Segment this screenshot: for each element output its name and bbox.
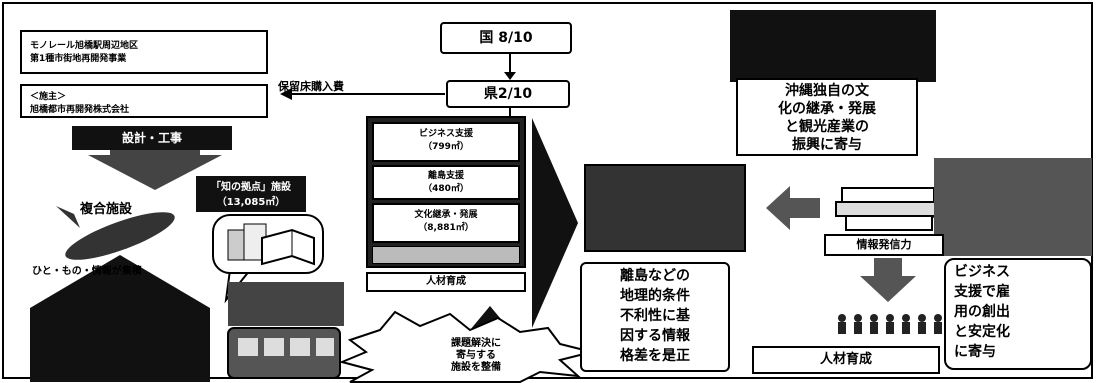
prefecture-funding-box: 県2/10 — [446, 80, 570, 108]
business-support-block: ビジネス支援 （799㎡） — [372, 122, 520, 162]
purchase-label: 保留床購入費 — [278, 80, 344, 93]
starburst-line3: 施設を整備 — [451, 362, 501, 373]
business-line4: と安定化 — [954, 324, 1010, 340]
island-support-label: 離島支援 — [427, 171, 464, 181]
business-outcome-box: ビジネス 支援で雇 用の創出 と安定化 に寄与 — [944, 258, 1092, 370]
design-down-arrow — [88, 148, 222, 190]
islands-outcome-box: 離島などの 地理的条件 不利性に基 因する情報 格差を是正 — [580, 262, 730, 372]
islands-line3: 不利性に基 — [620, 308, 690, 324]
building-detail-band — [372, 246, 520, 264]
starburst-text: 課題解決に 寄与する 施設を整備 — [416, 338, 536, 374]
project-line1: モノレール旭橋駅周辺地区 — [30, 41, 139, 51]
hr-building-label: 人材育成 — [366, 272, 526, 292]
project-line2: 第1種市街地再開発事業 — [30, 54, 127, 64]
business-line5: に寄与 — [954, 344, 996, 360]
islands-line2: 地理的条件 — [620, 288, 690, 304]
culture-line2: 化の継承・発展 — [778, 101, 876, 117]
culture-area: （8,881㎡） — [418, 223, 474, 233]
facility-building: ビジネス支援 （799㎡） 離島支援 （480㎡） 文化継承・発展 （8,881… — [366, 116, 526, 268]
arrow-head-purchase — [280, 88, 292, 100]
hub-line1: 「知の拠点」施設 — [211, 182, 291, 193]
monorail-photo — [228, 282, 344, 326]
arrow-down-hr — [860, 258, 916, 302]
starburst-line1: 課題解決に — [451, 338, 501, 349]
diagram-frame — [2, 2, 1093, 379]
arrow-head-national — [504, 72, 516, 80]
business-support-area: （799㎡） — [423, 142, 469, 152]
islands-line4: 因する情報 — [620, 328, 690, 344]
starburst-shape — [338, 310, 593, 383]
island-support-block: 離島支援 （480㎡） — [372, 165, 520, 200]
business-photo — [934, 158, 1092, 256]
national-funding-box: 国 8/10 — [440, 22, 572, 54]
culture-line4: 振興に寄与 — [792, 137, 862, 153]
culture-label: 文化継承・発展 — [414, 210, 478, 220]
books-building-icon — [227, 223, 315, 266]
book-2 — [835, 201, 937, 217]
culture-line3: と観光産業の — [785, 119, 869, 135]
owner-name: 旭橋都市再開発株式会社 — [30, 105, 130, 115]
big-right-arrow — [532, 118, 578, 328]
islands-line1: 離島などの — [620, 268, 690, 284]
book-3 — [845, 215, 933, 231]
business-line2: 支援で雇 — [954, 284, 1010, 300]
callout-bubble — [212, 214, 324, 274]
owner-box: ＜施主＞ 旭橋都市再開発株式会社 — [20, 84, 268, 118]
house-shape — [30, 255, 210, 382]
project-box: モノレール旭橋駅周辺地区 第1種市街地再開発事業 — [20, 30, 268, 74]
hub-line2: （13,085㎡） — [216, 197, 286, 208]
culture-photo — [730, 10, 936, 82]
starburst-line2: 寄与する — [456, 350, 496, 361]
book-1 — [841, 187, 935, 203]
culture-line1: 沖縄独自の文 — [785, 83, 869, 99]
islands-line5: 格差を是正 — [620, 348, 690, 364]
people-silhouettes — [838, 314, 942, 334]
design-bar: 設計・工事 — [72, 126, 232, 150]
island-photo — [584, 164, 746, 252]
island-support-area: （480㎡） — [423, 184, 469, 194]
business-line3: 用の創出 — [954, 304, 1010, 320]
culture-block: 文化継承・発展 （8,881㎡） — [372, 203, 520, 243]
complex-label: 複合施設 — [80, 202, 133, 217]
knowledge-hub-label: 「知の拠点」施設 （13,085㎡） — [196, 176, 306, 212]
info-power-label: 情報発信力 — [824, 234, 944, 256]
hr-outcome-box: 人材育成 — [752, 346, 940, 374]
airplane-shape — [65, 212, 175, 260]
business-support-label: ビジネス支援 — [418, 129, 473, 139]
arrow-left-islands — [766, 186, 820, 230]
owner-label: ＜施主＞ — [30, 92, 67, 102]
culture-outcome-box: 沖縄独自の文 化の継承・発展 と観光産業の 振興に寄与 — [736, 78, 918, 156]
business-line1: ビジネス — [954, 264, 1010, 280]
gathering-label: ひと・もの・情報が集積 — [32, 266, 142, 277]
